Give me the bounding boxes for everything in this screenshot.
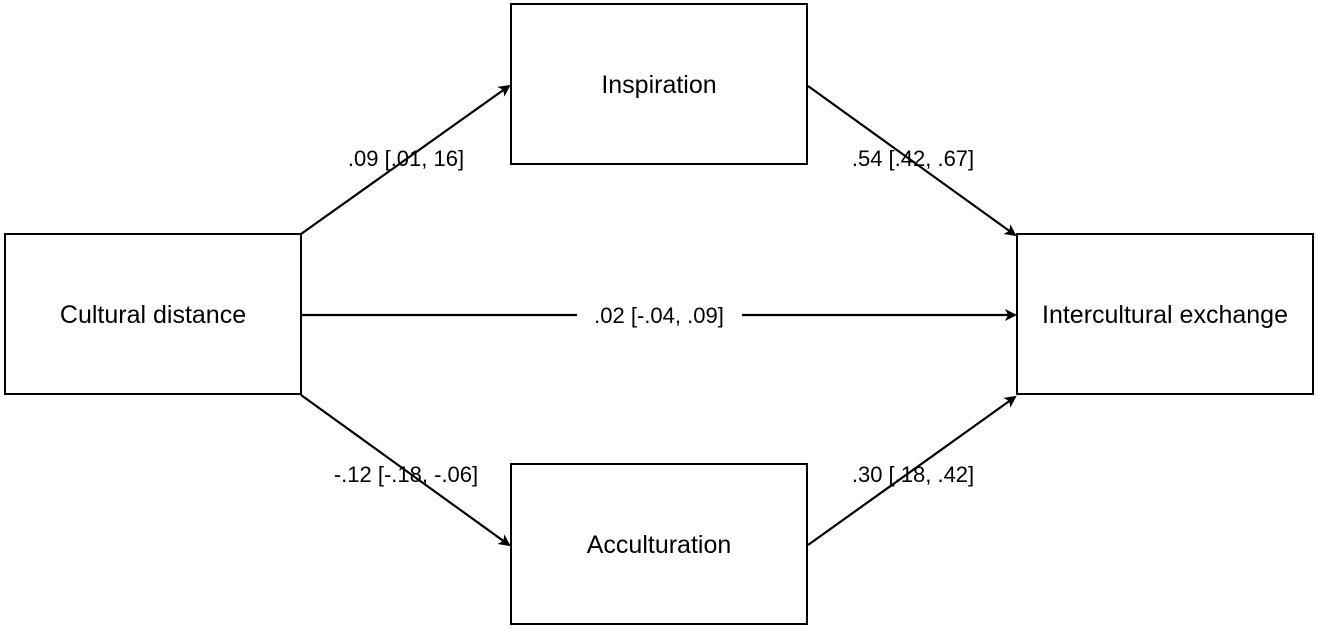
path-acculturation-to-exchange: [807, 395, 1017, 546]
node-acculturation-label: Acculturation: [587, 531, 732, 559]
distance-to-inspiration-label: .09 [.01, 16]: [348, 146, 464, 171]
inspiration-to-exchange-label: .54 [.42, .67]: [852, 146, 974, 171]
node-intercultural-exchange-label: Intercultural exchange: [1042, 301, 1288, 329]
node-cultural-distance-label: Cultural distance: [60, 301, 246, 329]
node-intercultural-exchange: Intercultural exchange: [1016, 233, 1314, 395]
node-inspiration-label: Inspiration: [601, 71, 716, 99]
acculturation-to-exchange-label: .30 [.18, .42]: [852, 462, 974, 487]
node-cultural-distance: Cultural distance: [4, 233, 302, 395]
direct-effect-label-background: [577, 300, 742, 330]
path-inspiration-to-exchange: [807, 85, 1017, 237]
node-inspiration: Inspiration: [510, 3, 808, 165]
distance-to-acculturation-label: -.12 [-.18, -.06]: [334, 462, 478, 487]
path-distance-to-acculturation: [300, 394, 511, 547]
node-acculturation: Acculturation: [510, 463, 808, 625]
path-distance-to-inspiration: [300, 84, 511, 235]
direct-effect-label: .02 [-.04, .09]: [594, 303, 724, 328]
